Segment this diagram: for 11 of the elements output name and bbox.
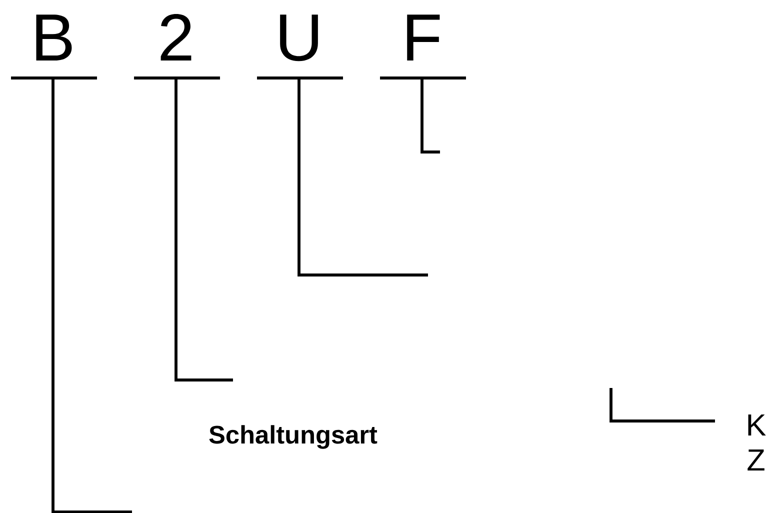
leader-line [174,78,233,382]
label-text: Schaltungsart [209,425,378,449]
underlined-letter: F [380,14,466,80]
leader-line [420,78,440,154]
label-text: K [748,414,766,436]
leader-line [298,78,428,276]
underlined-letter: 2 [134,14,220,80]
underlined-letter: B [11,14,97,80]
label-text: Z [748,449,764,471]
leader-line [52,78,132,513]
underlined-letter: U [257,14,343,80]
